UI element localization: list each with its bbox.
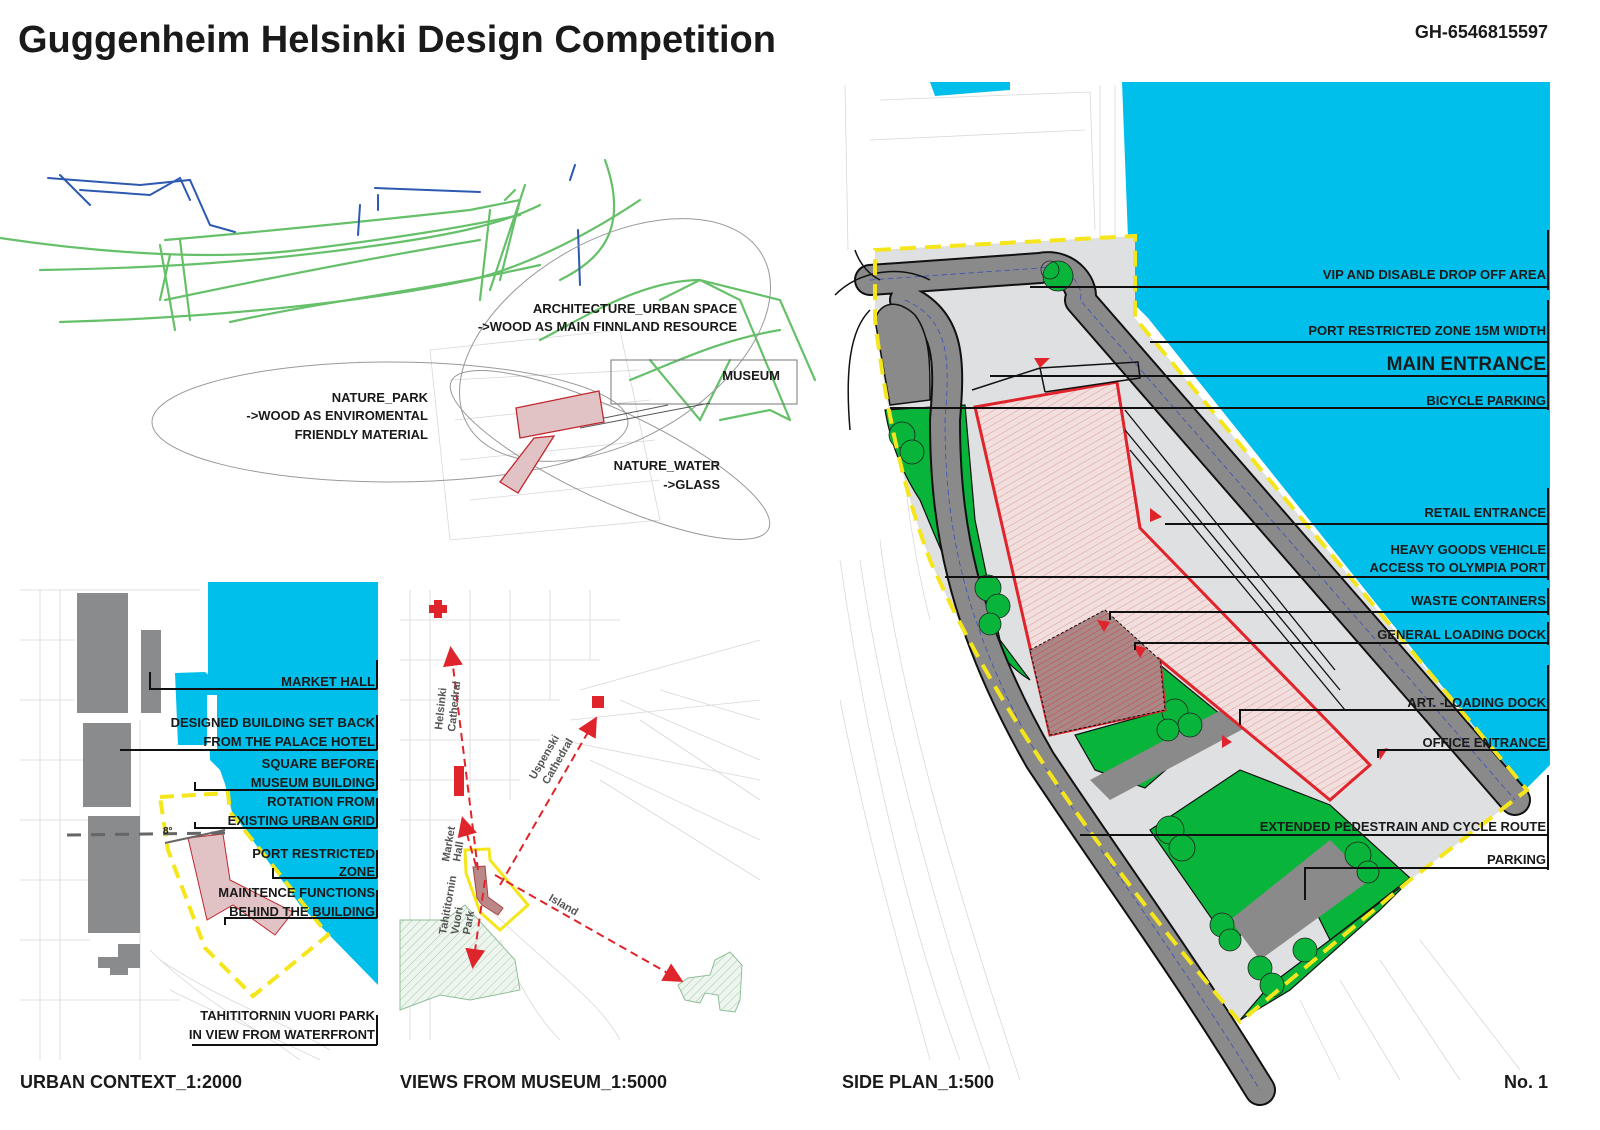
concept-water-line2: ->GLASS bbox=[663, 477, 720, 492]
helsinki-cathedral-marker bbox=[429, 600, 447, 618]
view-label-park-2: Vuori bbox=[449, 906, 466, 935]
urban-label-park-1: TAHITITORNIN VUORI PARK bbox=[200, 1008, 375, 1023]
sheet-number: No. 1 bbox=[1504, 1072, 1548, 1092]
urban-site-boundary bbox=[157, 790, 331, 999]
urban-label-market-hall: MARKET HALL bbox=[281, 674, 375, 689]
view-label-helsinki-2: Cathedral bbox=[446, 681, 463, 733]
urban-label-setback-2: FROM THE PALACE HOTEL bbox=[203, 734, 375, 749]
trees bbox=[888, 260, 1380, 998]
market-hall-block bbox=[141, 630, 161, 713]
urban-context-title: URBAN CONTEXT_1:2000 bbox=[20, 1072, 242, 1092]
urban-grid-axis bbox=[66, 831, 226, 837]
urban-label-rotation-2: EXISTING URBAN GRID bbox=[228, 813, 375, 828]
view-arrow-park bbox=[465, 879, 486, 969]
views-map: Helsinki Cathedral Uspenski Cathedral Ma… bbox=[399, 590, 761, 1041]
loading-dock-area bbox=[1029, 609, 1166, 736]
urban-label-square-2: MUSEUM BUILDING bbox=[251, 775, 375, 790]
view-arrow-market bbox=[457, 816, 477, 867]
view-label-helsinki-1: Helsinki bbox=[433, 687, 449, 730]
concept-building bbox=[499, 390, 605, 494]
urban-label-park-2: IN VIEW FROM WATERFRONT bbox=[189, 1027, 375, 1042]
site-label-heavy-goods-1: HEAVY GOODS VEHICLE bbox=[1390, 542, 1546, 557]
site-map-faint bbox=[429, 329, 661, 541]
board-code: GH-6546815597 bbox=[1415, 22, 1548, 42]
concept-sketch: ARCHITECTURE_URBAN SPACE ->WOOD AS MAIN … bbox=[0, 158, 817, 541]
site-label-art-loading: ART. -LOADING DOCK bbox=[1407, 695, 1546, 710]
urban-harbour-basin bbox=[175, 672, 215, 745]
site-label-heavy-goods-2: ACCESS TO OLYMPIA PORT bbox=[1370, 560, 1547, 575]
block-2 bbox=[83, 723, 131, 807]
rotation-angle: 8° bbox=[163, 826, 173, 837]
urban-label-port-1: PORT RESTRICTED bbox=[252, 846, 375, 861]
site-label-waste: WASTE CONTAINERS bbox=[1411, 593, 1546, 608]
island-hatched-area bbox=[677, 951, 743, 1013]
urban-building bbox=[187, 833, 294, 936]
urban-label-maint-2: BEHIND THE BUILDING bbox=[229, 904, 375, 919]
urban-context-map: 8° MARKET HALL DESIGNED BUILDING SET BAC… bbox=[20, 582, 378, 1061]
site-boundary bbox=[873, 233, 1530, 1025]
board-title: Guggenheim Helsinki Design Competition bbox=[18, 19, 776, 61]
park-hatched-area bbox=[399, 904, 521, 1011]
concept-park-line3: FRIENDLY MATERIAL bbox=[295, 427, 428, 442]
site-leaders bbox=[890, 230, 1549, 900]
architecture-ellipse bbox=[459, 218, 771, 462]
view-arrow-uspenski bbox=[499, 716, 597, 886]
view-arrow-island bbox=[494, 874, 684, 982]
access-lines bbox=[1124, 409, 1346, 711]
urban-label-port-2: ZONE bbox=[339, 864, 375, 879]
site-label-main-entrance: MAIN ENTRANCE bbox=[1387, 354, 1546, 375]
concept-architecture-line2: ->WOOD AS MAIN FINNLAND RESOURCE bbox=[478, 319, 737, 334]
nature-water-ellipse bbox=[449, 370, 771, 540]
view-arrows bbox=[443, 646, 684, 982]
concept-architecture-line1: ARCHITECTURE_URBAN SPACE bbox=[533, 301, 737, 316]
urban-label-setback-1: DESIGNED BUILDING SET BACK bbox=[171, 715, 376, 730]
concept-park-line2: ->WOOD AS ENVIROMENTAL bbox=[246, 408, 428, 423]
green-sketch-strokes bbox=[0, 158, 817, 422]
urban-label-rotation-1: ROTATION FROM bbox=[267, 794, 375, 809]
site-label-parking: PARKING bbox=[1487, 852, 1546, 867]
market-block-1 bbox=[77, 593, 128, 713]
site-label-pedestrian-route: EXTENDED PEDESTRAIN AND CYCLE ROUTE bbox=[1260, 819, 1547, 834]
urban-water bbox=[208, 582, 378, 985]
site-label-port-zone: PORT RESTRICTED ZONE 15M WIDTH bbox=[1308, 323, 1546, 338]
blue-sketch-strokes bbox=[47, 164, 581, 286]
site-label-retail-entrance: RETAIL ENTRANCE bbox=[1424, 505, 1546, 520]
site-plan: VIP AND DISABLE DROP OFF AREA PORT RESTR… bbox=[834, 82, 1550, 1106]
view-label-market-2: Hall bbox=[451, 841, 466, 863]
urban-label-maint-1: MAINTENCE FUNCTIONS bbox=[218, 885, 375, 900]
concept-park-line1: NATURE_PARK bbox=[332, 390, 429, 405]
views-site-boundary bbox=[463, 847, 531, 933]
site-label-bicycle-parking: BICYCLE PARKING bbox=[1426, 393, 1546, 408]
urban-leaders bbox=[120, 660, 378, 1046]
uspenski-cathedral-marker bbox=[592, 696, 604, 708]
site-label-general-loading: GENERAL LOADING DOCK bbox=[1377, 627, 1546, 642]
market-hall-marker bbox=[454, 766, 464, 796]
parking-dark-area bbox=[874, 303, 931, 406]
road-curb-lines bbox=[834, 249, 931, 431]
view-arrow-helsinki bbox=[443, 646, 479, 871]
urban-label-square-1: SQUARE BEFORE bbox=[262, 756, 376, 771]
water-top-strip bbox=[930, 82, 1010, 96]
site-label-office-entrance: OFFICE ENTRANCE bbox=[1423, 735, 1547, 750]
views-title: VIEWS FROM MUSEUM_1:5000 bbox=[400, 1072, 667, 1092]
nature-park-ellipse bbox=[151, 361, 629, 483]
concept-water-line1: NATURE_WATER bbox=[614, 458, 721, 473]
site-label-vip-dropoff: VIP AND DISABLE DROP OFF AREA bbox=[1323, 267, 1547, 282]
views-building bbox=[472, 865, 504, 916]
view-label-park-3: Park bbox=[461, 909, 477, 935]
site-plan-title: SIDE PLAN_1:500 bbox=[842, 1072, 994, 1092]
concept-museum: MUSEUM bbox=[722, 368, 780, 383]
palace-hotel-block bbox=[98, 944, 140, 975]
